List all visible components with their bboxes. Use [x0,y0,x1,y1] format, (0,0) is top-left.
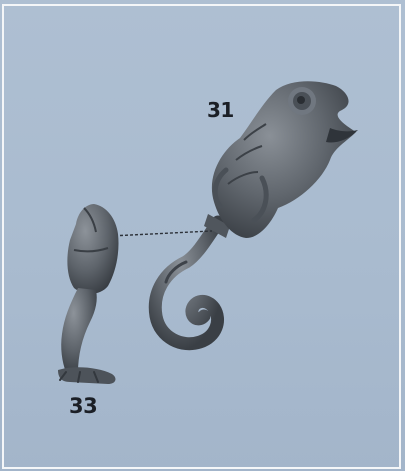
leg-thigh [67,204,118,294]
part-number-31: 31 [207,100,234,120]
assembly-guide-line [110,231,212,236]
curled-tail [155,222,218,344]
leg-shin [61,288,97,372]
chameleon-leg-part [58,204,119,384]
leg-foot [58,367,115,384]
chameleon-head-tail-part [155,81,358,343]
part-number-33: 33 [69,396,97,417]
